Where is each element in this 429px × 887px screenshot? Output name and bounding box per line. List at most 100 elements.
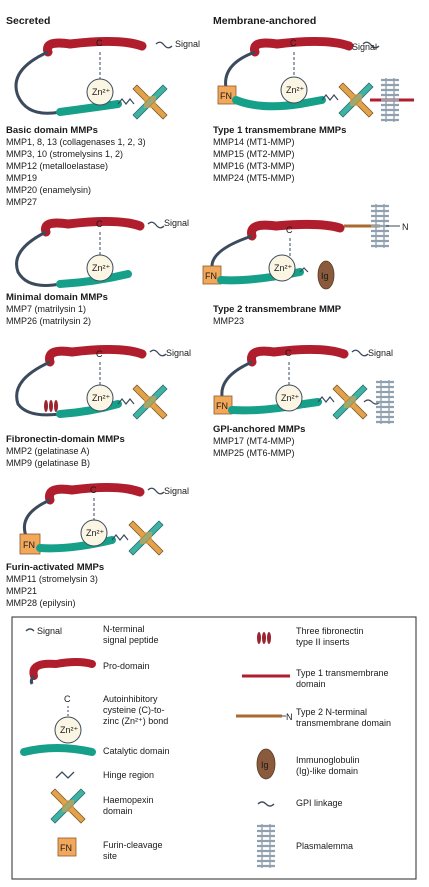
legend-label: Pro-domain bbox=[103, 661, 150, 671]
zinc-label: Zn²⁺ bbox=[60, 725, 79, 735]
group-member: MMP21 bbox=[6, 586, 37, 596]
haemopexin-domain-icon bbox=[128, 520, 164, 556]
legend-label: transmembrane domain bbox=[296, 718, 391, 728]
legend-label: Three fibronectin bbox=[296, 626, 364, 636]
group-member: MMP3, 10 (stromelysins 1, 2) bbox=[6, 149, 123, 159]
cysteine-label: C bbox=[286, 225, 293, 235]
plasmalemma-icon bbox=[255, 822, 277, 870]
group-title: Furin-activated MMPs bbox=[6, 562, 104, 573]
group-member: MMP24 (MT5-MMP) bbox=[213, 173, 295, 183]
group-member: MMP27 bbox=[6, 197, 37, 207]
haemopexin-domain-icon bbox=[50, 788, 86, 824]
type2-transmembrane-mmp-diagram: N C FN Zn²⁺ Ig bbox=[202, 202, 409, 290]
legend-label: domain bbox=[103, 806, 133, 816]
type2-transmembrane-text: Type 2 transmembrane MMP MMP23 bbox=[213, 304, 342, 326]
section-secreted-heading: Secreted bbox=[6, 15, 50, 27]
signal-label: Signal bbox=[164, 486, 189, 496]
cysteine-label: C bbox=[285, 348, 292, 358]
type1-transmembrane-mmp-diagram: Signal C FN Zn²⁺ bbox=[217, 36, 414, 124]
zinc-label: Zn²⁺ bbox=[281, 393, 300, 403]
fibronectin-insert-icon bbox=[257, 632, 271, 644]
gpi-anchored-mmp-diagram: Signal C FN Zn²⁺ bbox=[213, 344, 396, 426]
minimal-domain-text: Minimal domain MMPs MMP7 (matrilysin 1) … bbox=[6, 292, 108, 326]
zinc-label: Zn²⁺ bbox=[286, 85, 305, 95]
basic-domain-mmp-diagram: Signal C Zn²⁺ bbox=[14, 36, 200, 120]
furin-activated-mmp-diagram: Signal C FN Zn²⁺ bbox=[19, 482, 189, 556]
legend-label: Catalytic domain bbox=[103, 746, 170, 756]
ig-label: Ig bbox=[321, 271, 329, 281]
legend-label: GPI linkage bbox=[296, 798, 343, 808]
group-member: MMP9 (gelatinase B) bbox=[6, 458, 90, 468]
furin-activated-text: Furin-activated MMPs MMP11 (stromelysin … bbox=[6, 562, 104, 608]
legend-label: (Ig)-like domain bbox=[296, 766, 358, 776]
catalytic-domain-icon bbox=[20, 744, 96, 756]
zinc-label: Zn²⁺ bbox=[92, 393, 111, 403]
haemopexin-domain-icon bbox=[132, 84, 168, 120]
n-terminus-label: N bbox=[402, 222, 409, 232]
type1-transmembrane-text: Type 1 transmembrane MMPs MMP14 (MT1-MMP… bbox=[213, 125, 346, 183]
plasmalemma-icon bbox=[379, 76, 401, 124]
legend-left-column: Signal N-terminal signal peptide Pro-dom… bbox=[20, 624, 170, 861]
signal-label: Signal bbox=[175, 39, 200, 49]
section-membrane-anchored-heading: Membrane-anchored bbox=[213, 15, 316, 27]
legend-label: Type 2 N-terminal bbox=[296, 707, 367, 717]
group-member: MMP15 (MT2-MMP) bbox=[213, 149, 295, 159]
legend-label: N-terminal bbox=[103, 624, 145, 634]
group-member: MMP26 (matrilysin 2) bbox=[6, 316, 91, 326]
furin-cleavage-label: FN bbox=[216, 401, 228, 411]
signal-label: Signal bbox=[164, 218, 189, 228]
legend-label: signal peptide bbox=[103, 635, 159, 645]
haemopexin-domain-icon bbox=[332, 384, 368, 420]
group-member: MMP28 (epilysin) bbox=[6, 598, 76, 608]
signal-label: Signal bbox=[352, 42, 377, 52]
legend-box bbox=[11, 616, 417, 880]
minimal-domain-mmp-diagram: Signal C Zn²⁺ bbox=[15, 216, 189, 288]
group-member: MMP19 bbox=[6, 173, 37, 183]
group-member: MMP2 (gelatinase A) bbox=[6, 446, 90, 456]
fibronectin-insert-icon bbox=[44, 400, 48, 412]
gpi-linkage-icon bbox=[363, 399, 381, 405]
group-member: MMP12 (metalloelastase) bbox=[6, 161, 108, 171]
group-title: Basic domain MMPs bbox=[6, 125, 98, 136]
signal-label: Signal bbox=[166, 348, 191, 358]
legend-label: Haemopexin bbox=[103, 795, 154, 805]
group-member: MMP25 (MT6-MMP) bbox=[213, 448, 295, 458]
cysteine-label: C bbox=[96, 219, 103, 229]
fibronectin-domain-text: Fibronectin-domain MMPs MMP2 (gelatinase… bbox=[6, 434, 125, 468]
ig-label: Ig bbox=[261, 760, 269, 770]
furin-cleavage-site-icon bbox=[57, 837, 77, 857]
legend-label: zinc (Zn²⁺) bond bbox=[103, 716, 168, 726]
signal-label: Signal bbox=[368, 348, 393, 358]
legend-label: cysteine (C)-to- bbox=[103, 705, 165, 715]
cysteine-label: C bbox=[96, 38, 103, 48]
group-title: Fibronectin-domain MMPs bbox=[6, 434, 125, 445]
group-title: Type 1 transmembrane MMPs bbox=[213, 125, 346, 136]
cysteine-label: C bbox=[290, 38, 297, 48]
legend-label: Immunoglobulin bbox=[296, 755, 360, 765]
group-member: MMP17 (MT4-MMP) bbox=[213, 436, 295, 446]
group-title: Minimal domain MMPs bbox=[6, 292, 108, 303]
group-title: Type 2 transmembrane MMP bbox=[213, 304, 342, 315]
basic-domain-text: Basic domain MMPs MMP1, 8, 13 (collagena… bbox=[6, 125, 146, 207]
zinc-label: Zn²⁺ bbox=[92, 263, 111, 273]
group-member: MMP23 bbox=[213, 316, 244, 326]
group-member: MMP11 (stromelysin 3) bbox=[6, 574, 98, 584]
legend-label: Hinge region bbox=[103, 770, 154, 780]
furin-cleavage-label: FN bbox=[205, 271, 217, 281]
haemopexin-domain-icon bbox=[132, 384, 168, 420]
zinc-label: Zn²⁺ bbox=[92, 87, 111, 97]
furin-cleavage-label: FN bbox=[220, 91, 232, 101]
legend-label: site bbox=[103, 851, 117, 861]
legend-label: Furin-cleavage bbox=[103, 840, 163, 850]
pro-domain-icon bbox=[29, 658, 96, 680]
zinc-label: Zn²⁺ bbox=[86, 528, 105, 538]
zinc-label: Zn²⁺ bbox=[274, 263, 293, 273]
n-terminus-label: N bbox=[286, 712, 293, 722]
legend-label: Plasmalemma bbox=[296, 841, 353, 851]
legend-right-column: Three fibronectin type II inserts Type 1… bbox=[236, 626, 391, 870]
legend-label: domain bbox=[296, 679, 326, 689]
legend-label: type II inserts bbox=[296, 637, 350, 647]
group-member: MMP16 (MT3-MMP) bbox=[213, 161, 295, 171]
signal-peptide-icon bbox=[25, 628, 35, 632]
